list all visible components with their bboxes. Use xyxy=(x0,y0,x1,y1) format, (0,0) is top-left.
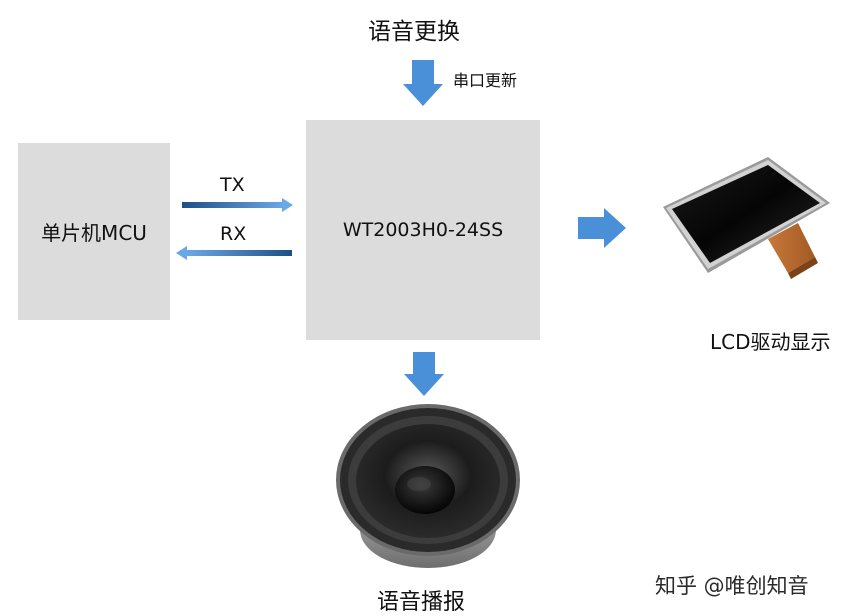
speaker-arrow-icon xyxy=(404,352,444,396)
lcd-label: LCD驱动显示 xyxy=(710,330,831,354)
mcu-label: 单片机MCU xyxy=(41,221,147,245)
tx-label: TX xyxy=(220,174,245,196)
lcd-arrow-icon xyxy=(578,208,626,248)
watermark: 知乎 @唯创知音 xyxy=(655,574,809,598)
rx-label: RX xyxy=(220,223,247,245)
speaker-label: 语音播报 xyxy=(377,590,466,615)
serial-update-label: 串口更新 xyxy=(453,71,518,90)
serial-update-arrow-icon xyxy=(403,60,443,106)
voice-change-title: 语音更换 xyxy=(368,19,460,45)
chip-block: WT2003H0-24SS xyxy=(306,120,540,340)
rx-arrow xyxy=(176,246,292,260)
speaker-icon xyxy=(336,404,520,568)
mcu-block: 单片机MCU xyxy=(18,143,170,320)
lcd-panel-icon xyxy=(663,157,830,279)
tx-arrow xyxy=(182,198,293,212)
chip-label: WT2003H0-24SS xyxy=(342,219,504,241)
